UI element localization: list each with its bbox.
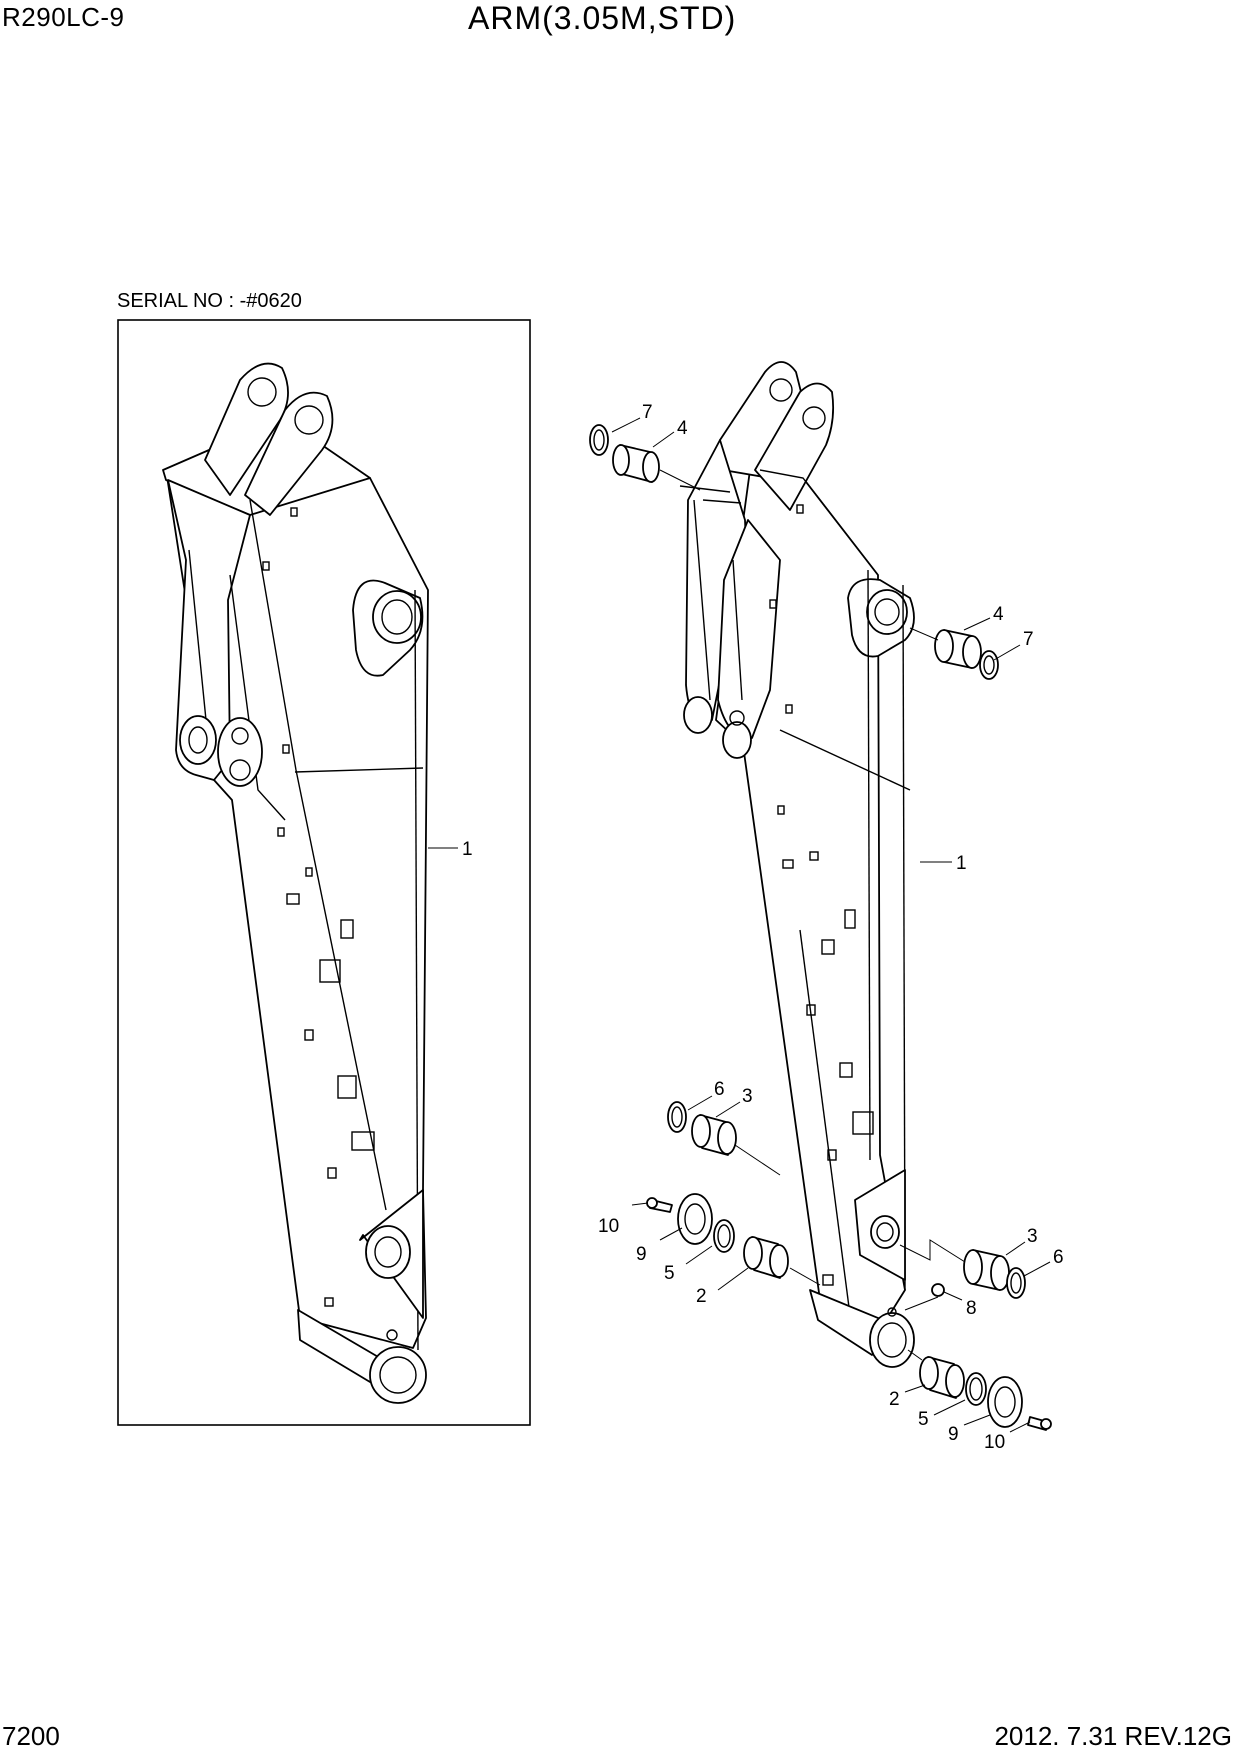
callout-6-mid: 6: [714, 1079, 725, 1100]
callout-9-left: 9: [636, 1244, 647, 1265]
arm-right: [679, 361, 915, 1368]
serial-frame: [117, 319, 531, 1426]
part-bolt-10-left: [646, 1197, 673, 1213]
part-bushing-3-right: [963, 1249, 1010, 1291]
callout-7-top: 7: [642, 402, 653, 423]
part-bushing-4-right: [934, 629, 982, 669]
revision-date: 2012. 7.31 REV.12G: [994, 1721, 1232, 1751]
callout-5-right: 5: [918, 1409, 929, 1430]
callout-4-top: 4: [677, 418, 688, 439]
callout-10-right: 10: [984, 1432, 1005, 1453]
part-bolt-10-right: [1027, 1416, 1052, 1431]
arm-left: [162, 362, 429, 1404]
callout-9-right: 9: [948, 1424, 959, 1445]
leader-lines: [428, 417, 1051, 1433]
callout-6-right: 6: [1053, 1247, 1064, 1268]
part-bushing-2-left: [743, 1236, 789, 1279]
part-ring-7-right: [979, 650, 999, 680]
serial-number-label: SERIAL NO : -#0620: [117, 290, 302, 312]
callout-3-right: 3: [1027, 1226, 1038, 1247]
part-ring-5-left: [713, 1219, 735, 1253]
callout-10-left: 10: [598, 1216, 619, 1237]
part-ring-6-right: [1006, 1267, 1026, 1299]
callout-3-mid: 3: [742, 1086, 753, 1107]
part-bushing-2-right: [919, 1356, 965, 1399]
callout-7-right: 7: [1023, 629, 1034, 650]
part-bushing-3-mid: [691, 1114, 737, 1156]
callout-1-left: 1: [462, 839, 473, 860]
callout-4-right: 4: [993, 604, 1004, 625]
part-plate-9-left: [677, 1193, 713, 1245]
page-number: 7200: [2, 1721, 60, 1751]
part-bushing-4-top: [612, 444, 660, 483]
part-grease-nipple-8: [931, 1283, 945, 1297]
callout-1-right: 1: [956, 853, 967, 874]
callout-2-right: 2: [889, 1389, 900, 1410]
callout-2-left: 2: [696, 1286, 707, 1307]
part-ring-6-mid: [667, 1101, 687, 1133]
part-ring-5-right: [965, 1372, 987, 1406]
model-name: R290LC-9: [2, 2, 125, 32]
callout-8: 8: [966, 1298, 977, 1319]
part-plate-9-right: [987, 1376, 1023, 1428]
part-ring-7-top: [589, 424, 609, 456]
page-title: ARM(3.05M,STD): [468, 0, 737, 36]
callout-5-left: 5: [664, 1263, 675, 1284]
